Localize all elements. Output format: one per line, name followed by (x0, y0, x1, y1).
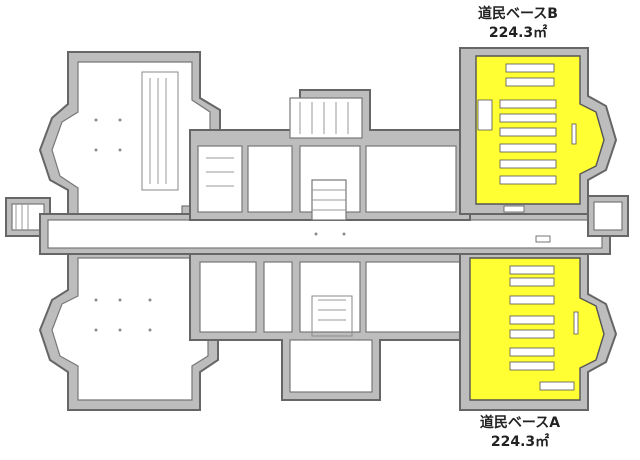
room-b-name: 道民ベースB (478, 6, 558, 22)
room-a-area (469, 235, 605, 401)
room-b-area: 224.3㎡ (488, 25, 548, 41)
column-markers (94, 118, 346, 332)
room-a-area: 224.3㎡ (490, 434, 550, 450)
room-a-desks (509, 235, 579, 391)
room-b-label: 道民ベースB 224.3㎡ (458, 5, 578, 43)
room-b-desks (477, 63, 577, 213)
center-block (189, 89, 471, 401)
room-a-label: 道民ベースA 224.3㎡ (460, 414, 580, 452)
room-b-area (475, 55, 605, 213)
room-a-name: 道民ベースA (479, 415, 561, 431)
